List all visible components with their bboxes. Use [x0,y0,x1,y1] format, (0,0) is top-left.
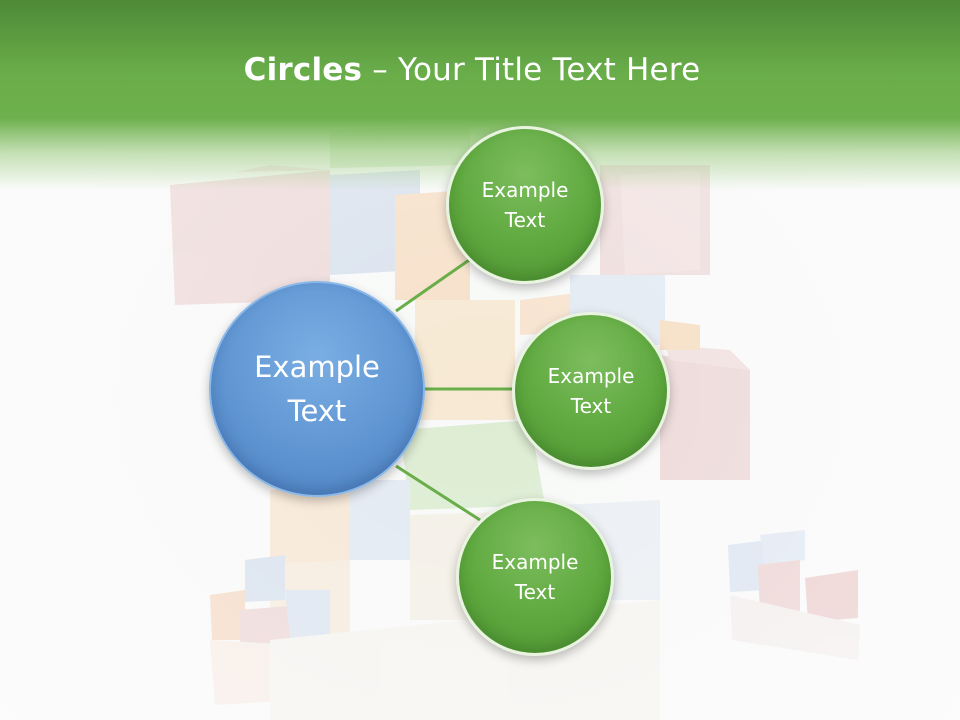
connector-line-top [395,256,473,313]
satellite-circle-middle[interactable]: Example Text [512,312,670,470]
title-bold-text: Circles [243,52,363,88]
satellite-circle-label: Example Text [481,178,569,232]
satellite-circle-label: Example Text [491,550,579,604]
satellite-circle-label: Example Text [547,364,635,418]
satellite-circle-top[interactable]: Example Text [446,126,604,284]
main-circle-label: Example Text [254,350,380,428]
slide-title[interactable]: Circles – Your Title Text Here [0,52,944,88]
title-rest-text: – Your Title Text Here [362,52,701,88]
connector-line-bottom [395,464,481,522]
main-circle[interactable]: Example Text [209,281,425,497]
satellite-circle-bottom[interactable]: Example Text [456,498,614,656]
